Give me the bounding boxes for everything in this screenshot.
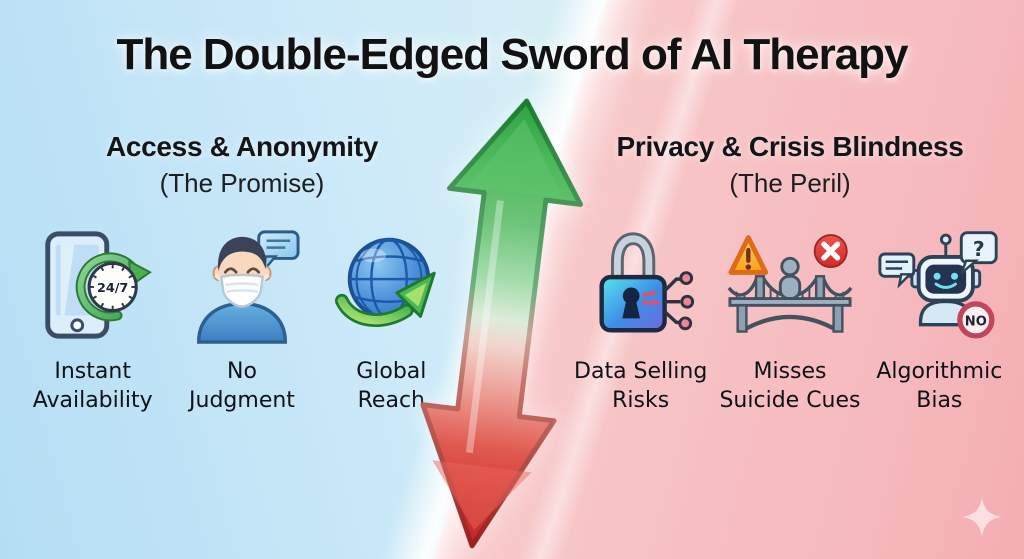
bridge-warning-icon	[727, 223, 853, 347]
list-item: No Judgment	[167, 223, 316, 415]
peril-column: Privacy & Crisis Blindness (The Peril)	[566, 131, 1014, 415]
masked-person-icon	[183, 223, 301, 347]
lock-circuit-icon	[582, 223, 700, 347]
item-label: Misses Suicide Cues	[719, 359, 861, 413]
list-item: Misses Suicide Cues	[715, 223, 864, 415]
x-circle-icon	[813, 234, 848, 269]
circuit-nodes	[663, 277, 680, 325]
double-arrow-icon	[420, 98, 584, 549]
peril-subheading: (The Peril)	[729, 168, 851, 198]
no-sign-icon: NO	[957, 301, 995, 339]
warning-triangle-icon	[728, 235, 769, 275]
speech-bubble-icon	[878, 252, 916, 289]
sparkle-watermark-icon	[962, 497, 1002, 537]
item-label: Algorithmic Bias	[876, 359, 1003, 413]
peril-items: Data Selling Risks	[566, 223, 1014, 415]
promise-items: 24/7 Instant Availability	[18, 223, 466, 415]
promise-subheading: (The Promise)	[159, 168, 325, 198]
question-bubble-icon: ?	[960, 231, 998, 275]
item-label: Instant Availability	[32, 359, 153, 413]
phone-24-7-icon: 24/7	[34, 223, 152, 347]
peril-heading: Privacy & Crisis Blindness	[616, 131, 964, 162]
globe-arrow-icon	[332, 223, 450, 347]
page-title: The Double-Edged Sword of AI Therapy	[116, 30, 908, 79]
list-item: 24/7 Instant Availability	[18, 223, 167, 415]
item-label: Data Selling Risks	[574, 359, 708, 413]
list-item: ? NO Algorithmic Bias	[865, 223, 1014, 415]
item-label: No Judgment	[189, 359, 295, 413]
clock-24-7-label: 24/7	[97, 281, 128, 296]
question-mark-label: ?	[973, 237, 985, 261]
no-sign-label: NO	[965, 315, 987, 330]
list-item: Data Selling Risks	[566, 223, 715, 415]
robot-bias-icon: ? NO	[876, 223, 1002, 347]
list-item: Global Reach	[317, 223, 466, 415]
promise-heading: Access & Anonymity	[105, 131, 379, 162]
promise-column: Access & Anonymity (The Promise)	[18, 131, 466, 415]
item-label: Global Reach	[356, 359, 427, 413]
